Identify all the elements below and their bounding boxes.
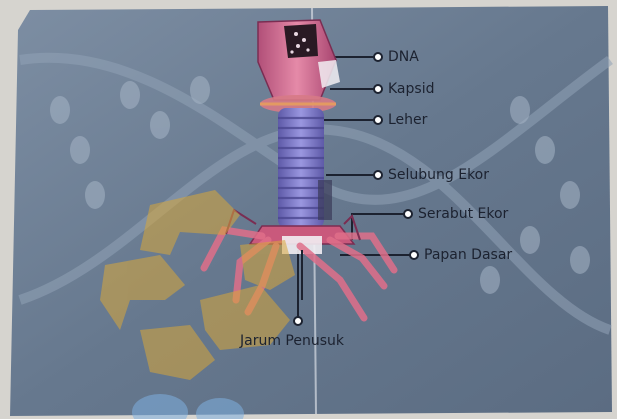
label-kapsid: Kapsid	[388, 81, 434, 97]
label-papan-dasar: Papan Dasar	[424, 247, 512, 263]
label-serabut-ekor: Serabut Ekor	[418, 206, 508, 222]
label-jarum-penusuk: Jarum Penusuk	[240, 333, 344, 349]
label-leher: Leher	[388, 112, 427, 128]
label-dna: DNA	[388, 49, 419, 65]
label-selubung-ekor: Selubung Ekor	[388, 167, 489, 183]
